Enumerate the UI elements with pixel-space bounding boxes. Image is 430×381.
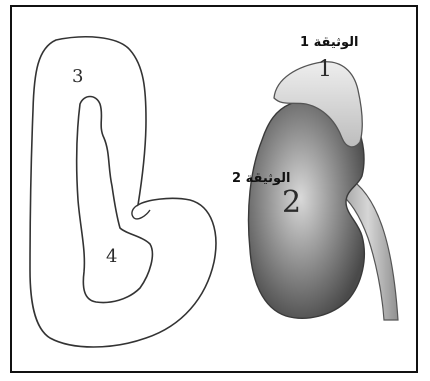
label-number-2: 2 xyxy=(282,185,301,220)
label-number-4: 4 xyxy=(106,246,117,267)
document-1-label: الوثيقة 1 xyxy=(300,35,359,50)
outer-outline-shape xyxy=(30,37,216,347)
notch-outline xyxy=(132,205,150,219)
label-number-3: 3 xyxy=(72,66,83,87)
document-2-label: الوثيقة 2 xyxy=(232,171,291,186)
label-number-1: 1 xyxy=(318,57,332,82)
inner-outline-shape xyxy=(77,97,153,303)
